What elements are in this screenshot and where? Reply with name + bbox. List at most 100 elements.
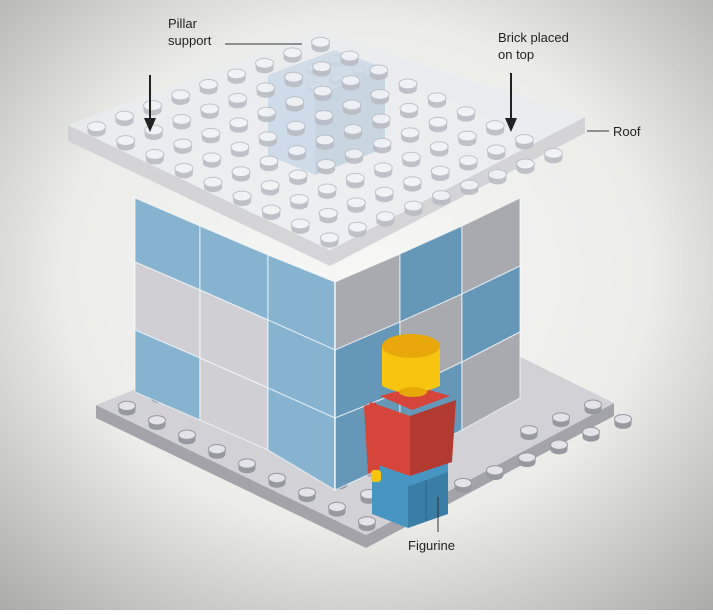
stud <box>486 465 504 480</box>
stud <box>550 439 568 455</box>
stud <box>287 145 307 161</box>
figurine-leg-left <box>372 470 408 528</box>
left-wall <box>134 197 336 492</box>
stud <box>584 399 602 415</box>
stud <box>515 158 535 174</box>
arrow-right <box>505 73 517 132</box>
roof <box>68 30 585 266</box>
stud <box>312 61 332 77</box>
stud <box>288 169 308 185</box>
stud <box>375 211 395 227</box>
stud <box>340 50 360 67</box>
stud <box>115 110 135 127</box>
stud <box>454 477 472 493</box>
stud <box>203 176 223 193</box>
roof-studs <box>87 36 563 248</box>
stud <box>202 152 222 168</box>
stud <box>582 426 600 442</box>
stud <box>289 193 309 210</box>
stud <box>457 130 477 147</box>
stud <box>231 166 251 182</box>
stud <box>290 218 310 234</box>
stud <box>143 100 163 116</box>
stud <box>459 179 479 195</box>
figurine-torso-front <box>370 402 410 476</box>
stud <box>398 78 418 94</box>
figurine-hips <box>372 462 448 486</box>
stud <box>255 57 275 74</box>
stud <box>485 120 505 136</box>
stud <box>401 151 421 168</box>
stud <box>286 120 306 137</box>
stud <box>514 133 534 150</box>
stud <box>402 176 422 192</box>
stud <box>552 412 570 428</box>
stud <box>431 190 451 206</box>
baseplate-side-left <box>96 405 366 548</box>
figurine-neck <box>399 387 427 397</box>
stud <box>458 155 478 171</box>
figurine-torso-top <box>380 386 450 410</box>
stud <box>430 165 450 182</box>
stud <box>400 127 420 143</box>
stud <box>284 71 304 88</box>
stud <box>428 116 448 133</box>
stud <box>328 501 346 517</box>
stud <box>298 487 316 503</box>
stud <box>317 183 337 199</box>
arrow-left <box>144 75 156 132</box>
stud <box>118 400 136 416</box>
stud <box>261 204 281 220</box>
figurine-hand-left <box>371 470 381 482</box>
stud <box>344 148 364 164</box>
figurine-head <box>382 346 440 393</box>
stud <box>148 415 166 430</box>
stud <box>238 458 256 474</box>
stud <box>316 158 336 175</box>
stud <box>318 207 338 224</box>
stud <box>199 78 219 95</box>
roof-side-left <box>68 125 330 266</box>
stud <box>370 88 390 105</box>
stud <box>229 117 249 133</box>
roof-side-right <box>330 117 585 266</box>
wall-brick <box>461 331 521 432</box>
stud <box>518 452 536 468</box>
stud <box>144 124 164 140</box>
stud <box>259 155 279 172</box>
stud <box>342 99 362 115</box>
stud <box>174 162 194 179</box>
stud <box>173 138 193 154</box>
label-figurine: Figurine <box>408 538 455 553</box>
stud <box>178 429 196 445</box>
stud <box>230 141 250 158</box>
stud <box>232 190 252 207</box>
stud <box>372 137 392 154</box>
stud <box>369 64 389 80</box>
figurine-head-top <box>382 334 440 358</box>
stud <box>403 200 423 217</box>
stud <box>346 197 366 213</box>
stud <box>371 113 391 129</box>
stud <box>343 123 363 140</box>
label-pillar-line1: Pillar <box>168 16 198 31</box>
stud <box>227 68 247 84</box>
stud <box>520 425 538 440</box>
stud <box>341 75 361 91</box>
stud <box>171 89 191 105</box>
stud <box>543 147 563 164</box>
stud <box>260 180 280 196</box>
stud <box>313 85 333 102</box>
stud <box>116 135 136 151</box>
stud <box>487 168 507 185</box>
stud <box>399 102 419 119</box>
stud <box>345 172 365 189</box>
stud <box>429 141 449 157</box>
stud <box>456 106 476 122</box>
stud <box>347 221 367 238</box>
label-pillar-support: Pillar support <box>168 16 212 48</box>
stud <box>258 131 278 147</box>
label-brick-line2: on top <box>498 47 534 62</box>
stud <box>486 144 506 160</box>
stud <box>358 516 376 532</box>
